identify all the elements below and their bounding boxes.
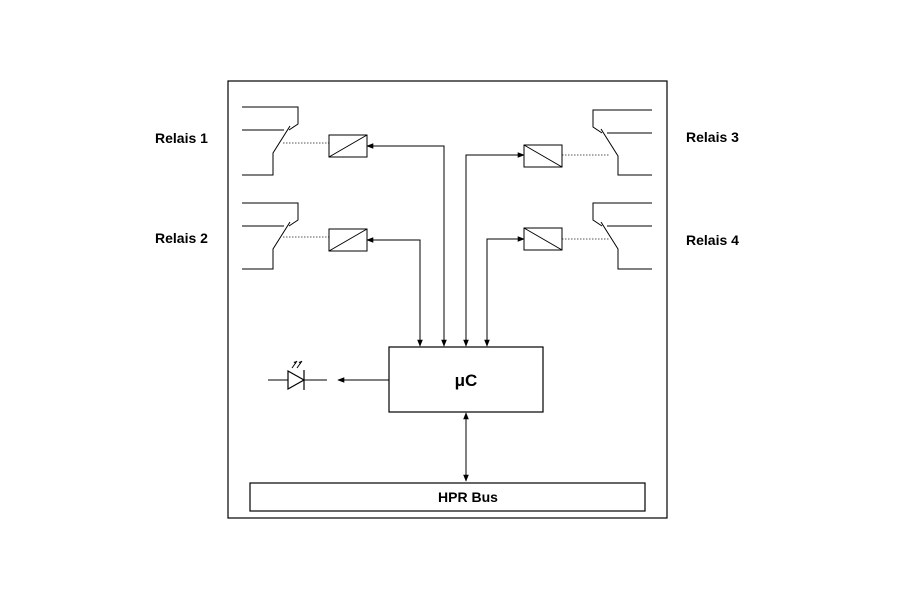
connection-relay-4 [484, 236, 525, 347]
relay-2-coil [328, 228, 368, 252]
relay-1-coil [328, 134, 368, 158]
connection-relay-1 [366, 143, 447, 347]
relay-2-label: Relais 2 [155, 230, 208, 246]
led-icon [268, 360, 327, 391]
relay-4-contact [562, 202, 652, 270]
relay-3-contact [562, 109, 652, 176]
hpr-bus-label: HPR Bus [438, 489, 498, 505]
hpr-bus-block [249, 482, 646, 512]
relay-4-coil [523, 227, 563, 251]
relay-2-contact [242, 202, 329, 270]
connection-relay-2 [366, 237, 423, 347]
relay-1-label: Relais 1 [155, 130, 208, 146]
relay-4-label: Relais 4 [686, 232, 739, 248]
connection-relay-3 [463, 152, 525, 347]
relay-3-label: Relais 3 [686, 129, 739, 145]
microcontroller-label: μC [455, 371, 478, 390]
relay-1-contact [242, 106, 329, 176]
relay-3-coil [523, 144, 563, 168]
enclosure [227, 80, 668, 519]
